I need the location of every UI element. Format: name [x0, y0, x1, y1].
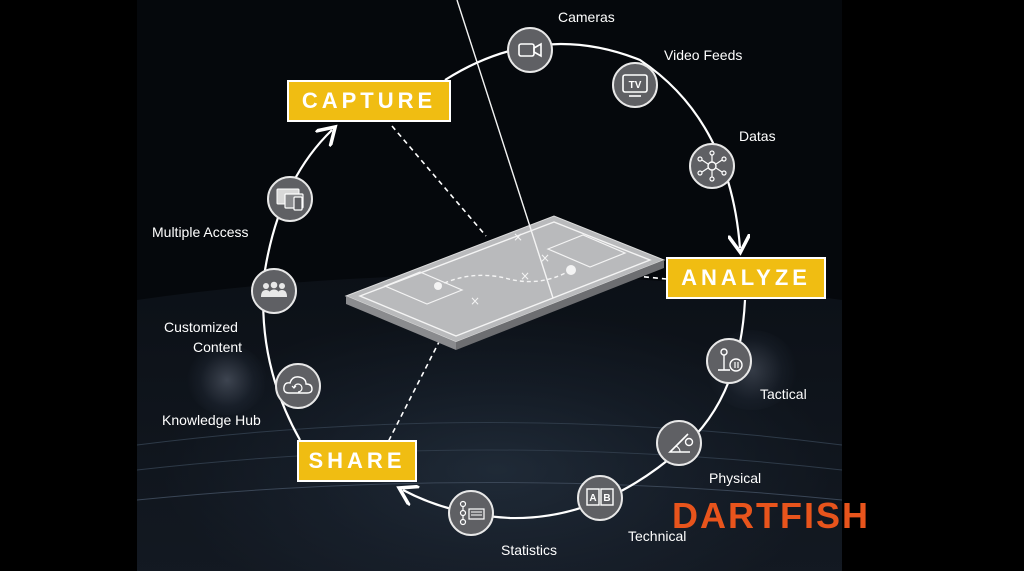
label-customized-content-line2: Content — [193, 339, 243, 355]
svg-text:A: A — [589, 493, 596, 504]
angle-measure-icon — [668, 433, 694, 453]
svg-text:B: B — [603, 493, 610, 504]
label-physical: Physical — [709, 470, 762, 486]
users-group-icon — [261, 281, 287, 297]
video-feeds-node: TV — [612, 62, 658, 108]
technical-node: A B — [577, 475, 623, 521]
label-statistics: Statistics — [501, 542, 558, 558]
ab-comparison-icon: A B — [586, 488, 614, 506]
tv-icon: TV — [622, 74, 648, 97]
multiple-access-node — [267, 176, 313, 222]
statistics-node — [448, 490, 494, 536]
statistics-list-icon — [459, 500, 485, 526]
datas-node — [689, 143, 735, 189]
stage-capture: CAPTURE — [287, 80, 451, 122]
customized-content-node — [251, 268, 297, 314]
label-datas: Datas — [739, 128, 776, 144]
dashed-link-share — [385, 339, 441, 447]
network-nodes-icon — [697, 150, 727, 182]
cameras-node — [507, 27, 553, 73]
dashed-link-capture — [391, 125, 487, 237]
video-camera-icon — [518, 42, 542, 58]
stadium-stands — [137, 275, 842, 571]
cloud-sync-icon — [283, 376, 313, 394]
label-customized-content-line1: Customized — [164, 319, 238, 335]
svg-text:×: × — [470, 294, 480, 308]
label-knowledge-hub: Knowledge Hub — [162, 412, 261, 428]
label-video-feeds: Video Feeds — [664, 47, 743, 63]
svg-text:×: × — [540, 251, 550, 265]
knowledge-hub-node — [275, 363, 321, 409]
stage-share: SHARE — [297, 440, 417, 482]
svg-text:×: × — [513, 230, 523, 244]
physical-node — [656, 420, 702, 466]
label-cameras: Cameras — [558, 9, 615, 25]
tactics-board-icon — [718, 348, 743, 372]
tactical-node — [706, 338, 752, 384]
stage-analyze: ANALYZE — [666, 257, 826, 299]
dartfish-logo: DARTFISH — [672, 495, 870, 536]
label-tactical: Tactical — [760, 386, 807, 402]
pitch-board: × × × × — [344, 0, 666, 350]
label-multiple-access: Multiple Access — [152, 224, 249, 240]
devices-icon — [276, 188, 304, 211]
svg-text:TV: TV — [629, 80, 642, 91]
svg-text:×: × — [520, 269, 530, 283]
label-technical: Technical — [628, 528, 687, 544]
